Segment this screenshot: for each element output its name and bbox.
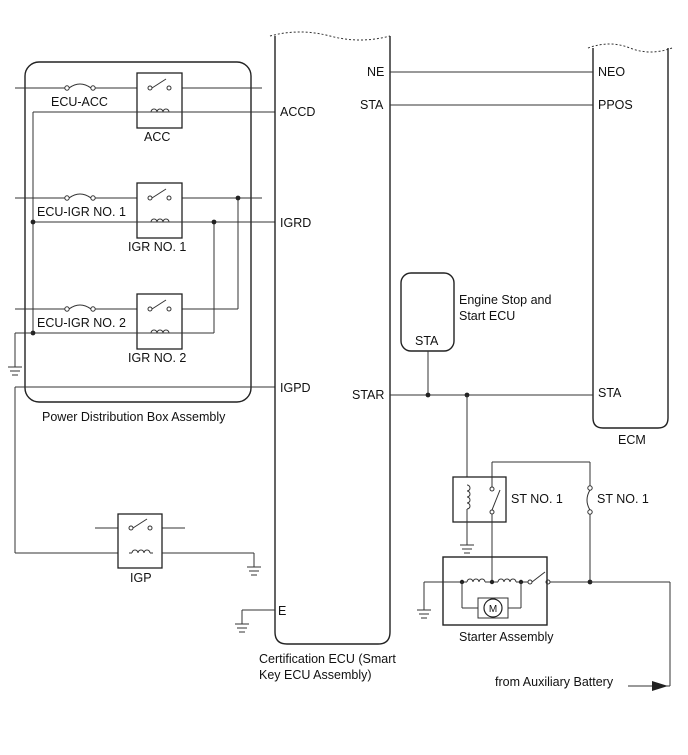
relay-igr-no2-label: IGR NO. 2 bbox=[128, 351, 186, 365]
ground-symbol-pdb bbox=[8, 366, 22, 376]
ground-symbol-cert-ecu bbox=[235, 623, 249, 633]
starter-assembly-box bbox=[442, 556, 548, 626]
pin-accd: ACCD bbox=[280, 105, 315, 119]
arrow-icon bbox=[652, 681, 668, 691]
certification-ecu-label-1: Certification ECU (Smart bbox=[259, 652, 396, 666]
ground-symbol-st-relay bbox=[460, 544, 474, 554]
certification-ecu-label-2: Key ECU Assembly) bbox=[259, 668, 372, 682]
pin-ppos: PPOS bbox=[598, 98, 633, 112]
pin-sta-ecm: STA bbox=[598, 386, 622, 400]
starter-motor-label: M bbox=[489, 604, 497, 615]
fuse-ecu-igr-no1 bbox=[64, 193, 96, 201]
starter-assembly-label: Starter Assembly bbox=[459, 630, 554, 644]
relay-acc-label: ACC bbox=[144, 130, 170, 144]
engine-stop-start-ecu-label-2: Start ECU bbox=[459, 309, 515, 323]
relay-st-no1 bbox=[452, 476, 507, 540]
power-distribution-box-label: Power Distribution Box Assembly bbox=[42, 410, 226, 424]
fuse-ecu-acc-label: ECU-ACC bbox=[51, 95, 108, 109]
relay-igr-no2 bbox=[136, 293, 183, 350]
relay-igp-label: IGP bbox=[130, 571, 152, 585]
ground-symbol-igp bbox=[247, 566, 261, 576]
certification-ecu-box bbox=[274, 36, 391, 645]
starter-motor: M bbox=[477, 597, 509, 619]
fuse-st-no1-label: ST NO. 1 bbox=[597, 492, 649, 506]
power-distribution-box bbox=[24, 61, 252, 403]
fuse-ecu-igr-no2 bbox=[64, 304, 96, 312]
engine-stop-start-ecu-label-1: Engine Stop and bbox=[459, 293, 551, 307]
relay-igr-no1-label: IGR NO. 1 bbox=[128, 240, 186, 254]
pin-e: E bbox=[278, 604, 286, 618]
pin-igrd: IGRD bbox=[280, 216, 311, 230]
fuse-st-no1 bbox=[586, 462, 593, 582]
aux-battery-label: from Auxiliary Battery bbox=[495, 675, 614, 689]
pin-neo: NEO bbox=[598, 65, 625, 79]
pin-sta-cert: STA bbox=[360, 98, 384, 112]
ecm-label: ECM bbox=[618, 433, 646, 447]
ecm-box bbox=[592, 48, 669, 429]
pin-ne: NE bbox=[367, 65, 384, 79]
relay-igp bbox=[117, 513, 163, 569]
relay-acc bbox=[136, 72, 183, 129]
fuse-ecu-acc bbox=[64, 83, 96, 91]
pin-sta-essecu: STA bbox=[415, 334, 439, 348]
pin-igpd: IGPD bbox=[280, 381, 311, 395]
ground-symbol-starter bbox=[417, 609, 431, 619]
pin-star: STAR bbox=[352, 388, 384, 402]
relay-igr-no1 bbox=[136, 182, 183, 239]
fuse-ecu-igr-no1-label: ECU-IGR NO. 1 bbox=[37, 205, 126, 219]
relay-st-no1-label: ST NO. 1 bbox=[511, 492, 563, 506]
fuse-ecu-igr-no2-label: ECU-IGR NO. 2 bbox=[37, 316, 126, 330]
